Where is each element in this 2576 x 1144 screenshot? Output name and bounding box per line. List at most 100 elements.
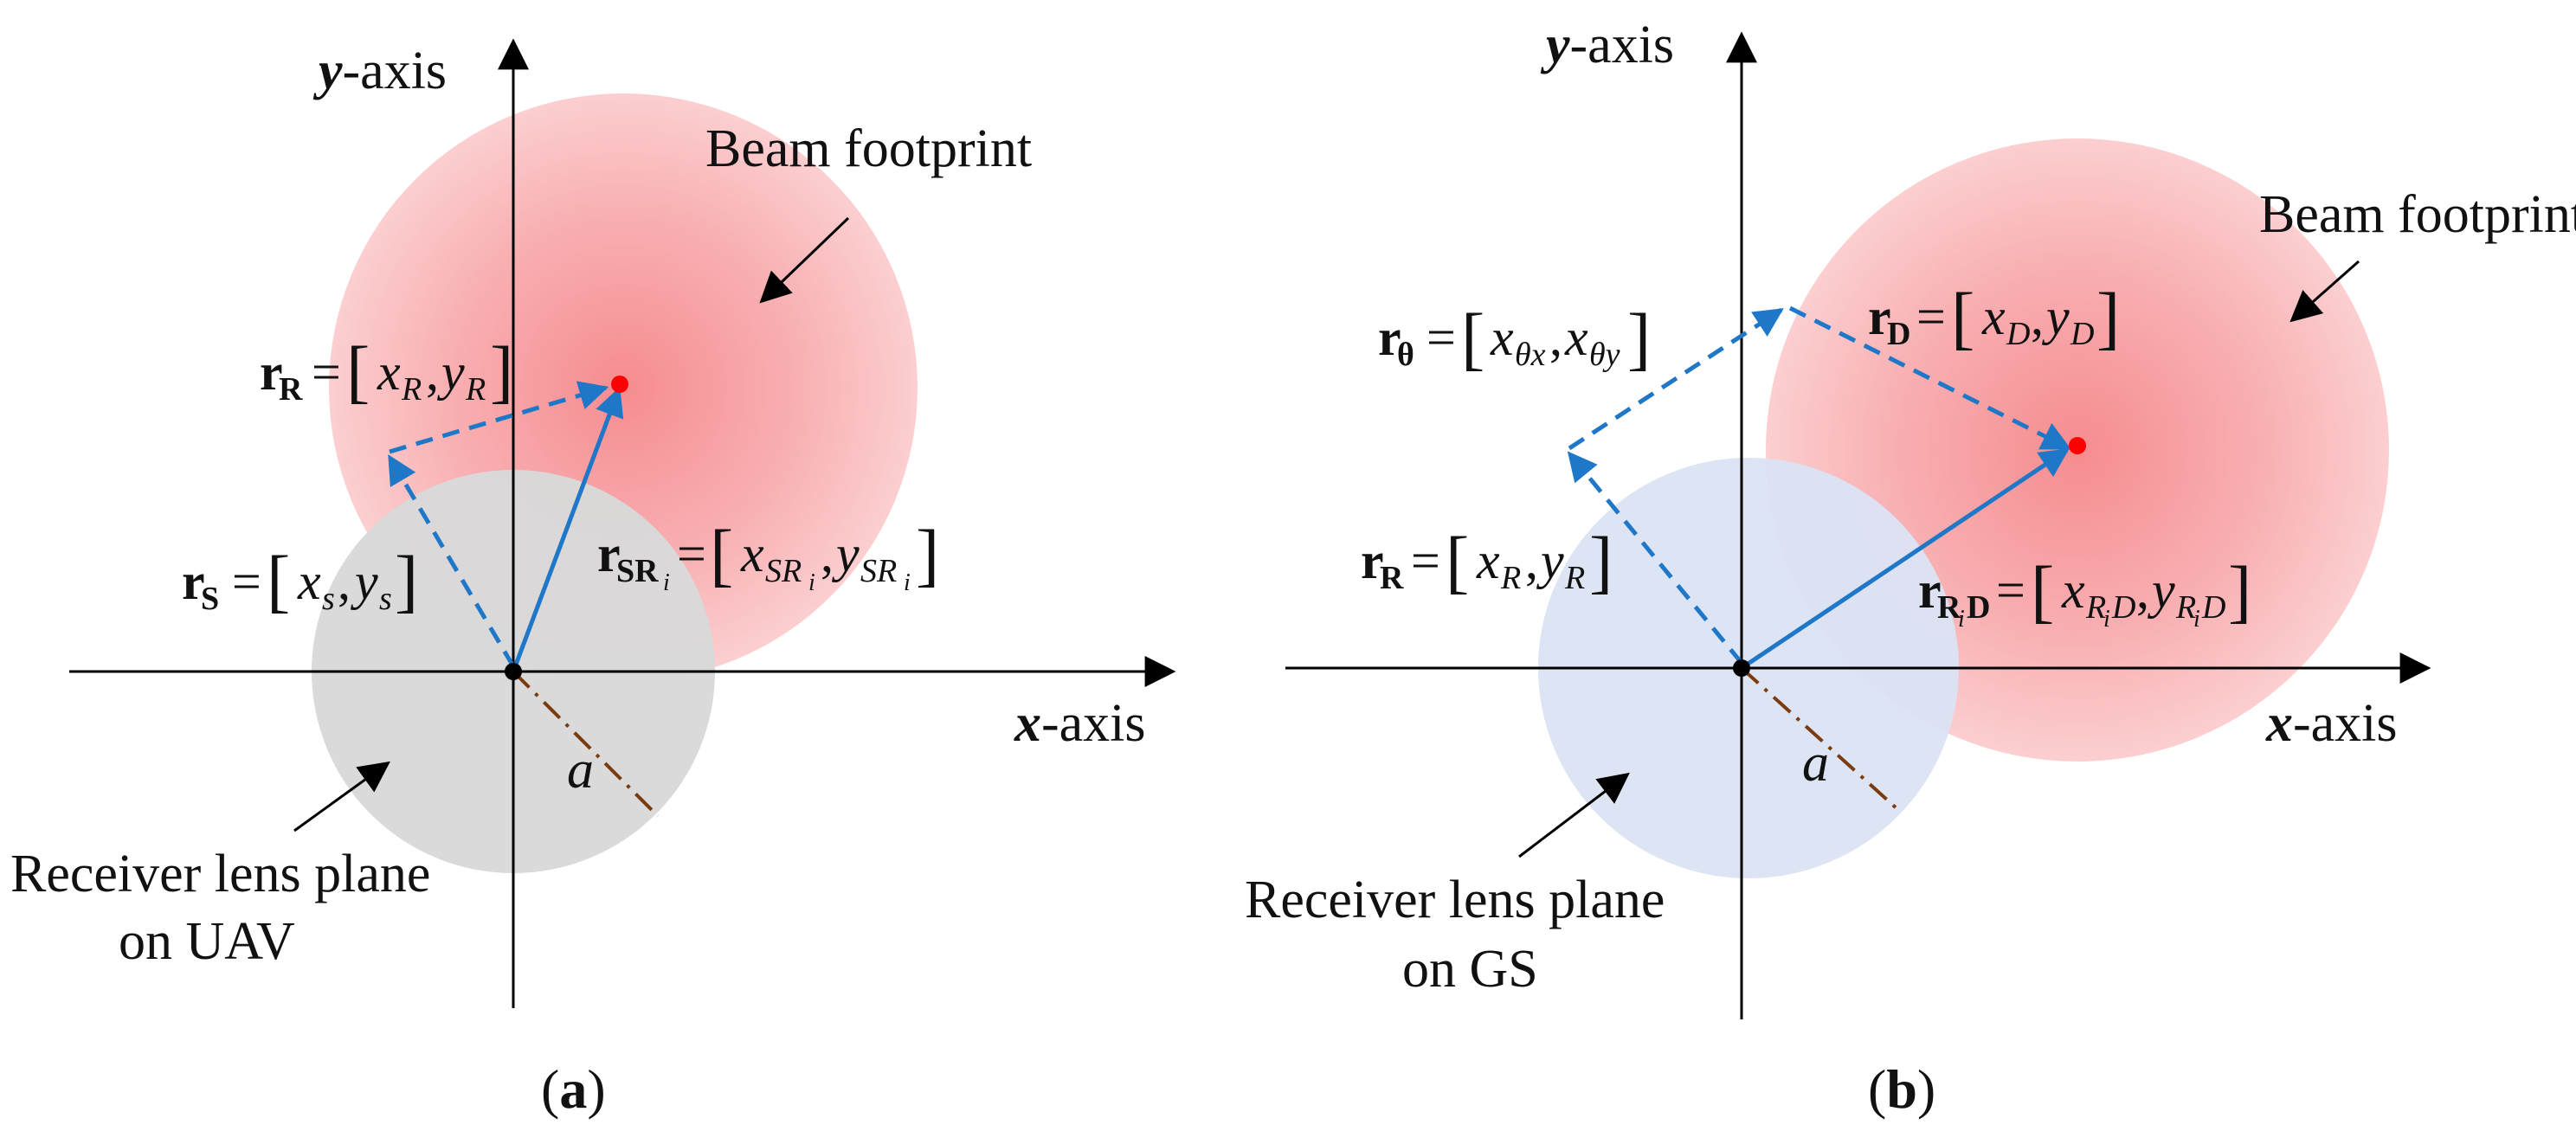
svg-text:i: i: [663, 569, 670, 596]
svg-text:]: ]: [395, 541, 418, 620]
svg-text:r: r: [1361, 532, 1384, 589]
svg-text:[: [: [710, 515, 733, 594]
caption-a: (a): [541, 1058, 606, 1120]
svg-text:x: x: [1981, 288, 2006, 345]
svg-text:r: r: [597, 525, 621, 582]
svg-text:R: R: [2175, 589, 2196, 626]
svg-text:=: =: [1996, 562, 2025, 619]
svg-text:=: =: [1426, 309, 1456, 366]
svg-text:=: =: [677, 525, 706, 582]
svg-text:R: R: [1380, 560, 1404, 596]
svg-text:[: [: [1951, 278, 1974, 357]
svg-text:[: [: [1446, 522, 1469, 601]
vector-rS-a: [387, 454, 516, 668]
svg-text:θx: θx: [1515, 337, 1546, 373]
svg-text:=: =: [1411, 532, 1440, 589]
svg-text:S: S: [201, 581, 219, 617]
x-axis-label-b: x-axis: [2265, 694, 2398, 753]
panel-a: a y-axis x-axis Beam footprint Receiver …: [10, 38, 1176, 1120]
svg-text:=: =: [312, 344, 341, 401]
svg-text:,: ,: [1525, 532, 1538, 589]
svg-text:SR: SR: [765, 553, 802, 589]
beam-center-point-b: [2069, 437, 2086, 454]
svg-text:R: R: [401, 371, 422, 408]
svg-text:,: ,: [426, 344, 439, 401]
svg-text:]: ]: [2096, 278, 2120, 357]
svg-text:,: ,: [2031, 288, 2044, 345]
svg-text:r: r: [1918, 562, 1942, 619]
svg-text:x: x: [1490, 309, 1514, 366]
svg-text:]: ]: [490, 331, 513, 410]
vector-rtheta-b: [1568, 307, 1784, 451]
svg-text:i: i: [1958, 606, 1965, 633]
vector-label-rRD-b: r R i D = [ x R i D , y R i D ]: [1918, 551, 2251, 633]
caption-b: (b): [1868, 1058, 1935, 1120]
svg-text:D: D: [2006, 316, 2030, 352]
vector-label-rtheta-b: r θ = [ x θx , x θy ]: [1378, 299, 1651, 377]
beam-footprint-label-a: Beam footprint: [705, 119, 1032, 178]
svg-text:[: [: [1461, 299, 1484, 377]
svg-text:r: r: [1378, 309, 1401, 366]
svg-text:x: x: [2061, 562, 2085, 619]
svg-text:y: y: [2147, 562, 2175, 619]
svg-text:s: s: [322, 581, 335, 617]
svg-text:x: x: [377, 344, 401, 401]
svg-text:x: x: [1476, 532, 1500, 589]
svg-text:]: ]: [2228, 551, 2251, 630]
svg-text:D: D: [2201, 589, 2225, 626]
vector-rSR-a: [511, 386, 624, 672]
svg-text:D: D: [2111, 589, 2135, 626]
svg-text:r: r: [1868, 288, 1891, 345]
svg-text:]: ]: [1627, 299, 1651, 377]
beam-center-point-a: [611, 376, 628, 393]
svg-text:,: ,: [338, 553, 351, 610]
vector-label-rD-b: r D = [ x D , y D ]: [1868, 278, 2120, 357]
svg-text:i: i: [808, 569, 815, 596]
svg-text:y: y: [1536, 532, 1564, 589]
vector-rR-a: [389, 381, 609, 454]
svg-text:R: R: [1937, 589, 1961, 626]
origin-point-b: [1733, 659, 1750, 677]
y-axis-label-b: y-axis: [1540, 16, 1674, 74]
vector-label-rR-a: r R = [ x R , y R ]: [260, 331, 513, 410]
svg-text:y: y: [831, 525, 860, 582]
svg-text:R: R: [279, 371, 303, 408]
svg-text:D: D: [1967, 589, 1990, 626]
svg-text:]: ]: [1589, 522, 1613, 601]
beam-pointer-arrow-a: [759, 216, 850, 304]
radius-line-a: [512, 670, 660, 818]
svg-text:[: [: [267, 541, 290, 620]
beam-pointer-arrow-b: [2289, 260, 2360, 323]
svg-text:SR: SR: [860, 553, 897, 589]
svg-text:=: =: [1916, 288, 1946, 345]
svg-text:,: ,: [2136, 562, 2149, 619]
x-axis-label-a: x-axis: [1014, 694, 1146, 753]
beam-footprint-label-b: Beam footprint: [2259, 185, 2576, 244]
svg-text:D: D: [2070, 316, 2094, 352]
svg-text:R: R: [1564, 560, 1585, 596]
lens-label-line1-a: Receiver lens plane: [10, 845, 430, 903]
vector-label-rS-a: r S = [ x s , y s ]: [182, 541, 418, 620]
y-axis-label-a: y-axis: [312, 42, 447, 100]
panel-b: a y-axis x-axis Beam footprint Receiver …: [1245, 16, 2576, 1120]
origin-point-a: [505, 663, 522, 680]
lens-label-line2-b: on GS: [1402, 940, 1538, 999]
lens-pointer-arrow-b: [1518, 772, 1630, 858]
vector-rR-b: [1567, 451, 1743, 665]
svg-text:,: ,: [1549, 309, 1562, 366]
vector-rD-b: [1788, 305, 2072, 451]
svg-text:θy: θy: [1589, 337, 1620, 373]
svg-text:x: x: [1564, 309, 1588, 366]
svg-text:y: y: [2041, 288, 2070, 345]
svg-text:SR: SR: [616, 553, 659, 589]
lens-pointer-arrow-a: [293, 761, 390, 832]
svg-text:r: r: [182, 553, 205, 610]
radius-line-b: [1740, 666, 1899, 811]
svg-text:x: x: [740, 525, 764, 582]
svg-text:R: R: [1500, 560, 1521, 596]
svg-text:r: r: [260, 344, 283, 401]
svg-text:θ: θ: [1397, 337, 1414, 373]
svg-text:]: ]: [916, 515, 939, 594]
